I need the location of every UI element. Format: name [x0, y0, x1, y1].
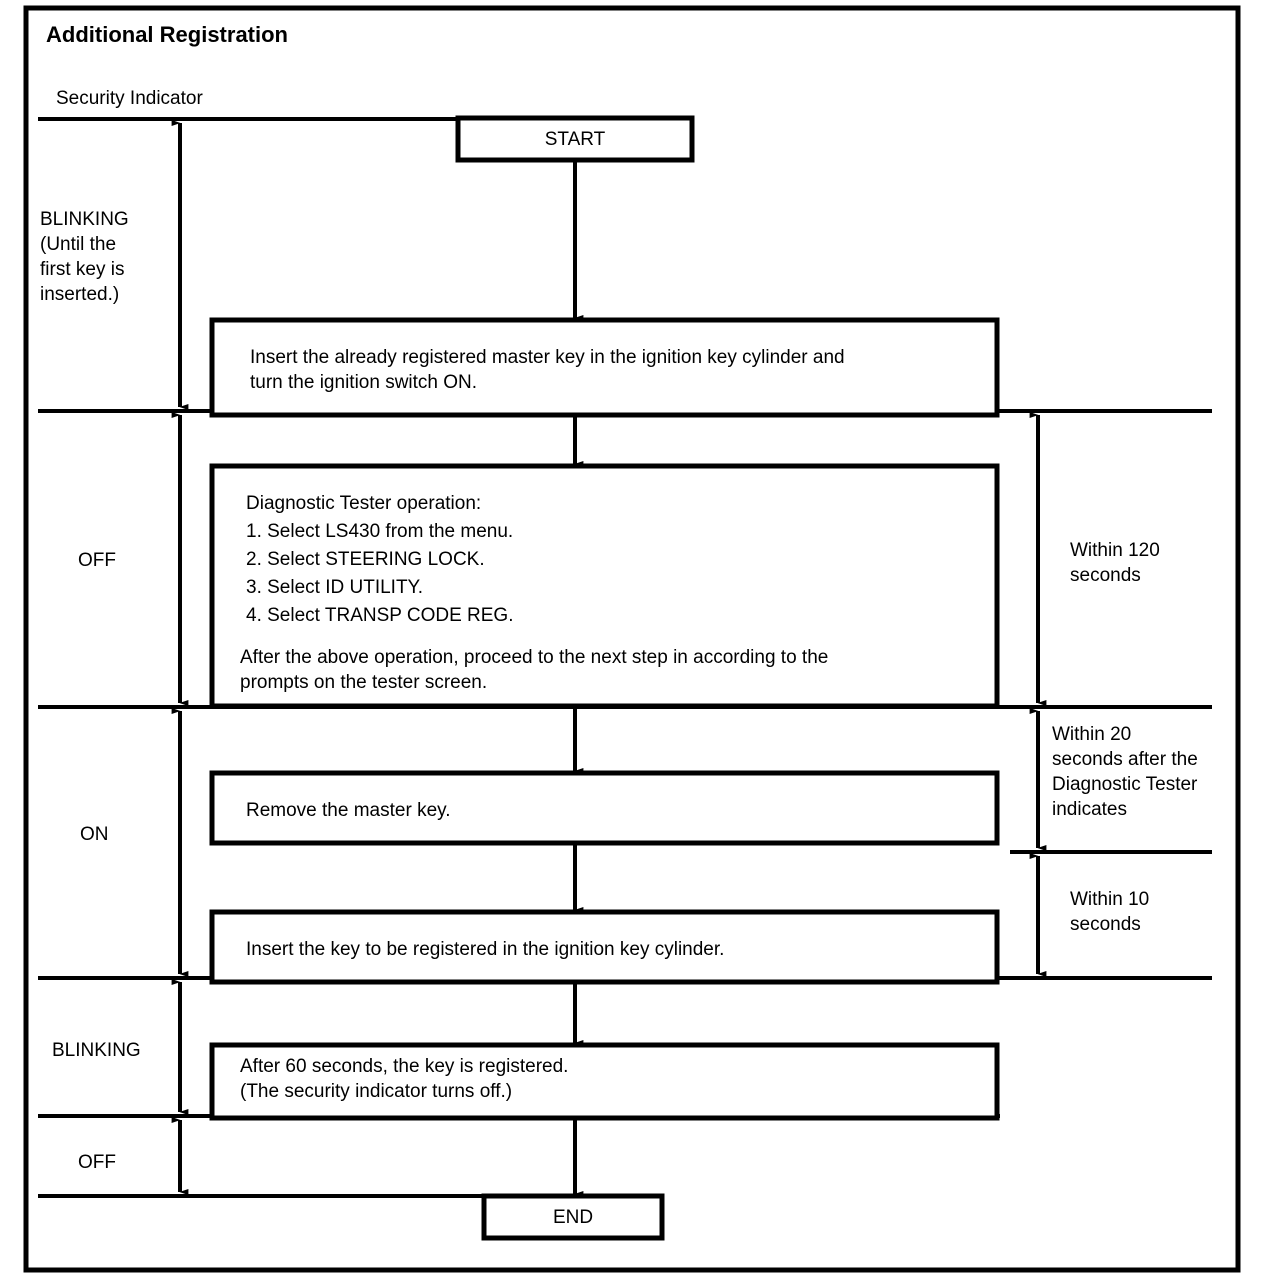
step-footer-diagnostic-tester: After the above operation, proceed to th…	[240, 647, 829, 693]
step-text-insert-new-key: Insert the key to be registered in the i…	[246, 939, 725, 960]
step-item-2: 2. Select STEERING LOCK.	[246, 549, 485, 570]
timing-annotation-10-seconds: Within 10 seconds	[1070, 889, 1150, 935]
step-text-insert-master-key: Insert the already registered master key…	[250, 347, 845, 393]
step-box-insert-master-key	[209, 317, 1000, 418]
security-indicator-axis-label: Security Indicator	[56, 88, 203, 109]
end-box	[481, 1193, 665, 1241]
step-box-insert-new-key	[209, 909, 1000, 985]
start-label: START	[544, 129, 606, 150]
outer-border	[23, 5, 1241, 1273]
step-text-key-registered: After 60 seconds, the key is registered.…	[240, 1056, 569, 1102]
step-item-4: 4. Select TRANSP CODE REG.	[246, 605, 514, 626]
timing-annotation-20-seconds: Within 20 seconds after the Diagnostic T…	[1052, 724, 1198, 820]
indicator-state-off-2: OFF	[78, 1152, 116, 1173]
step-item-3: 3. Select ID UTILITY.	[246, 577, 424, 598]
timing-annotation-120-seconds: Within 120 seconds	[1070, 540, 1160, 586]
indicator-state-blinking-1: BLINKING (Until the first key is inserte…	[40, 209, 129, 305]
step-heading-diagnostic-tester: Diagnostic Tester operation:	[246, 493, 482, 514]
step-box-remove-master-key	[209, 770, 1000, 846]
step-item-1: 1. Select LS430 from the menu.	[246, 521, 514, 542]
step-box-key-registered	[209, 1042, 1000, 1121]
step-text-remove-master-key: Remove the master key.	[246, 800, 451, 821]
indicator-state-on: ON	[80, 824, 109, 845]
end-label: END	[552, 1207, 594, 1228]
step-box-diagnostic-tester	[209, 463, 1000, 709]
page-title: Additional Registration	[46, 22, 288, 47]
indicator-state-blinking-2: BLINKING	[52, 1040, 141, 1061]
indicator-state-off-1: OFF	[78, 550, 116, 571]
